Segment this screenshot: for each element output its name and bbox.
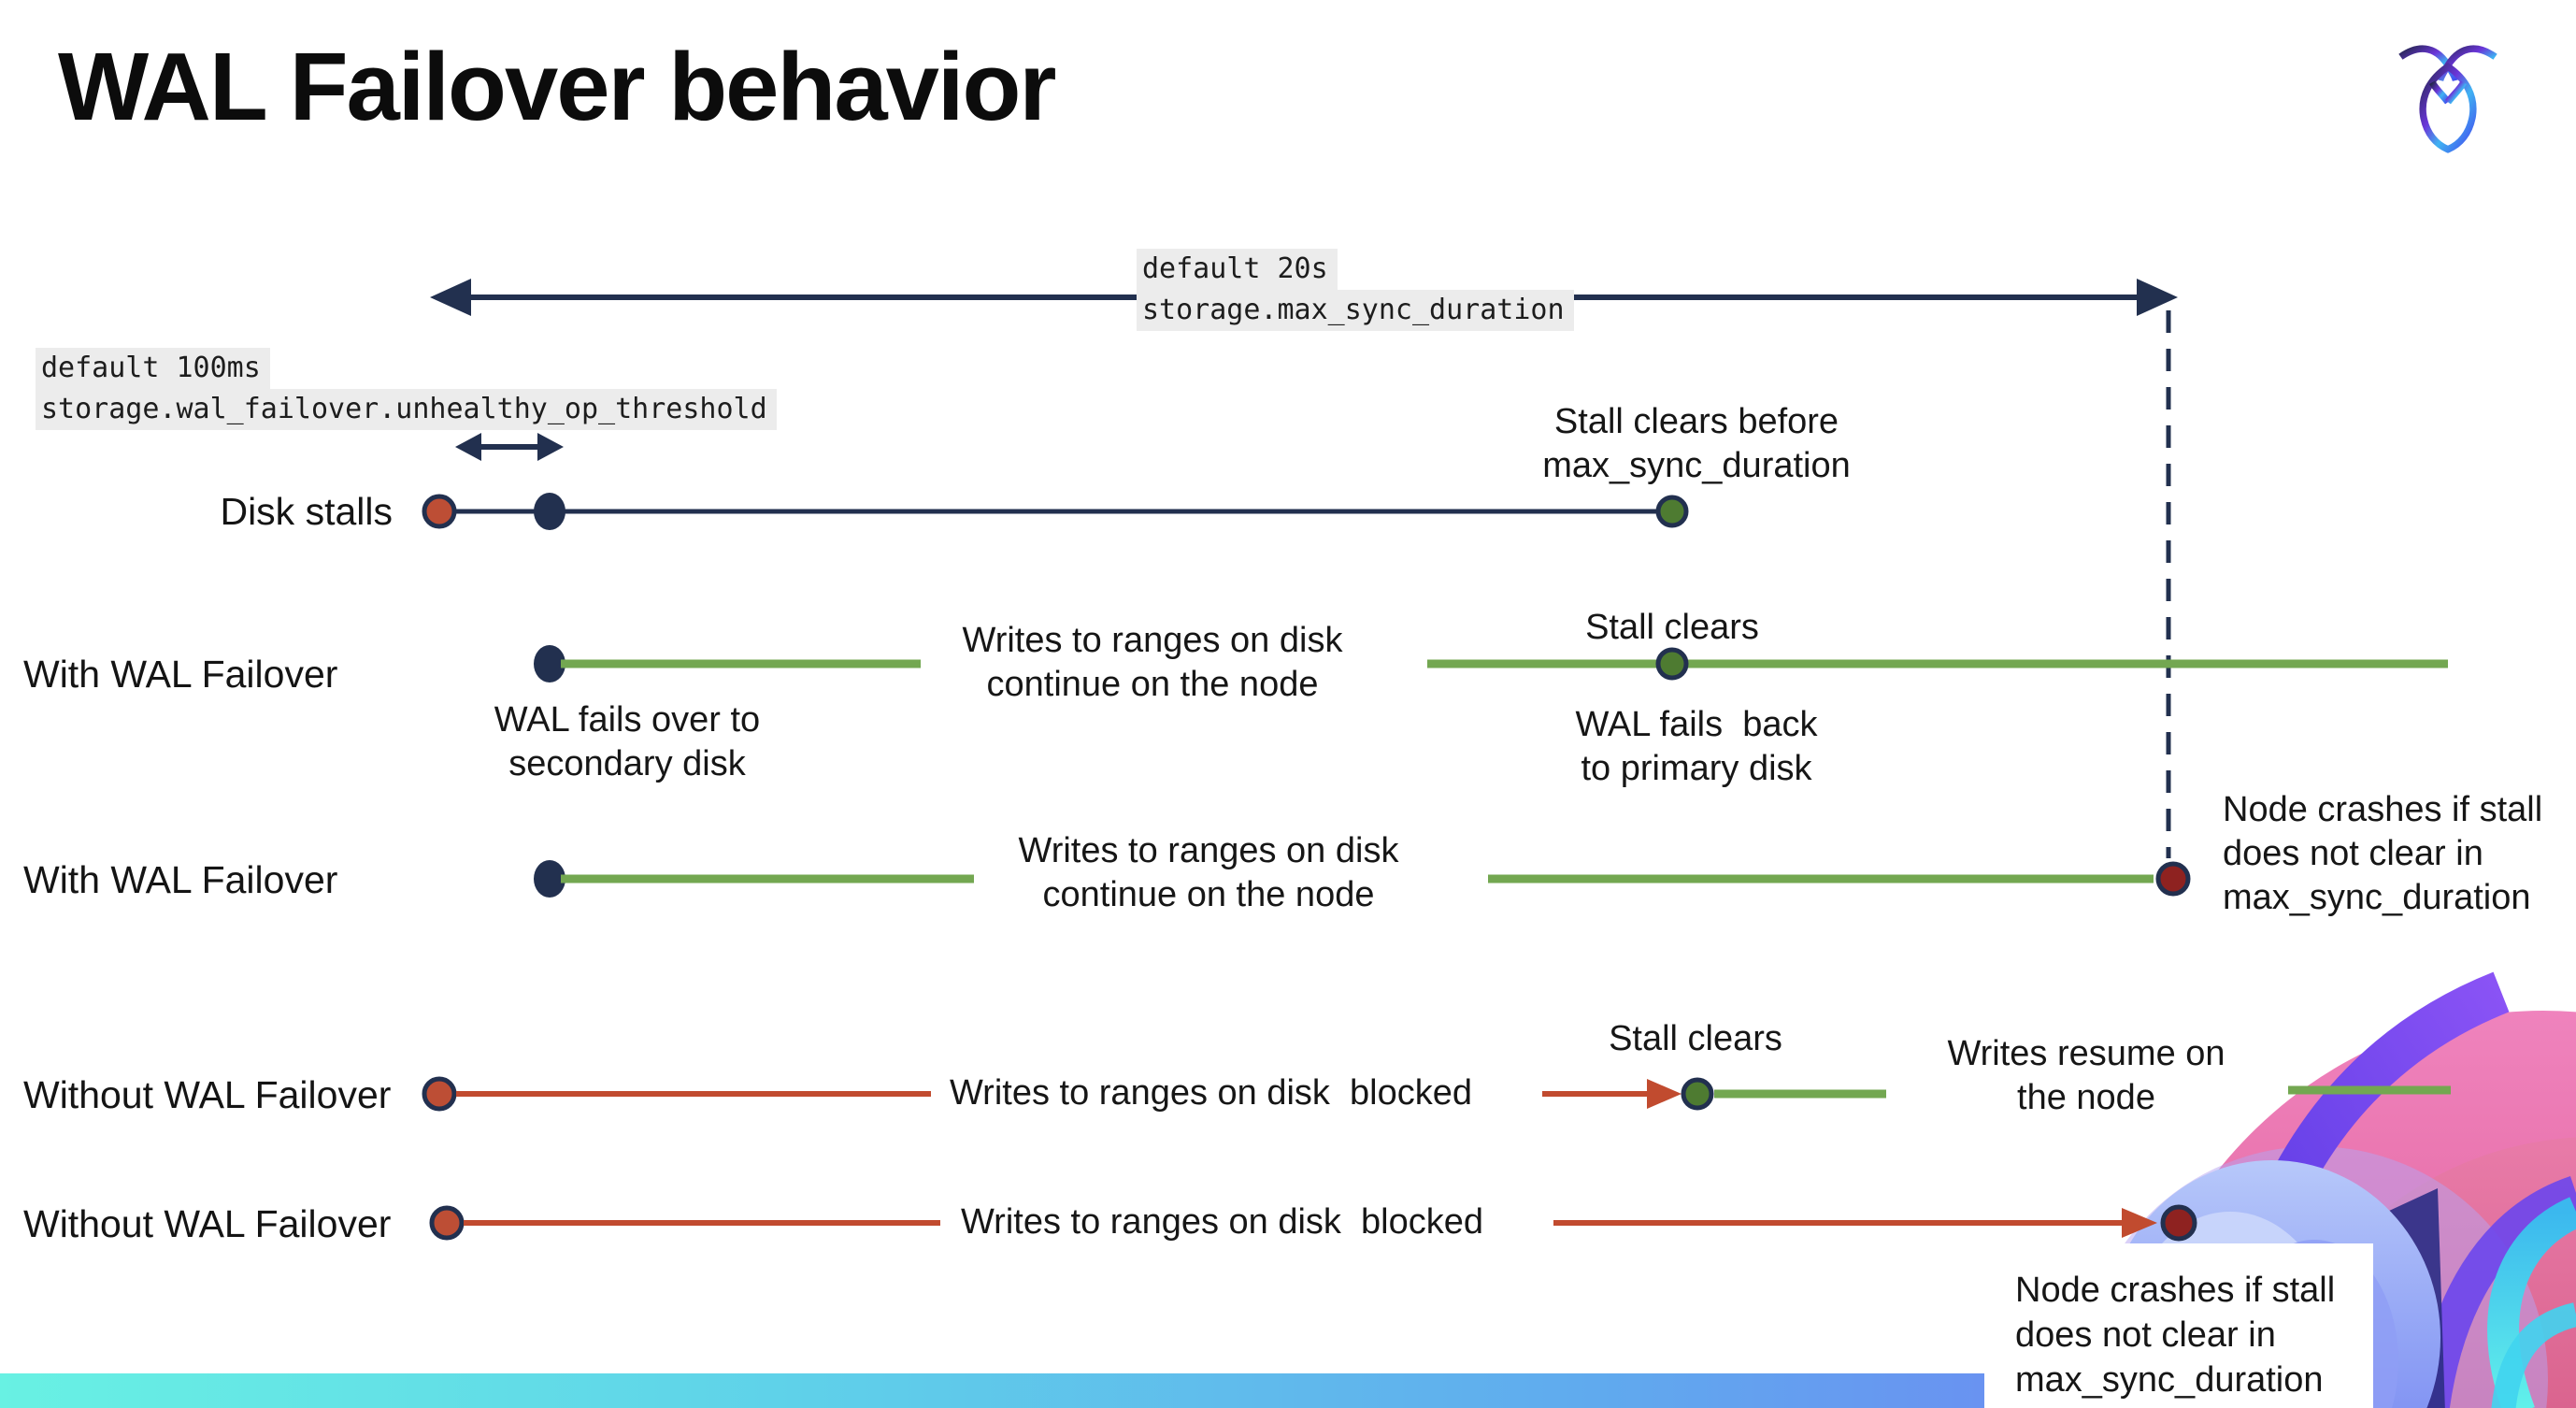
unhealthy-op-threshold-setting-label: default 100ms storage.wal_failover.unhea… bbox=[36, 348, 777, 430]
blocked-arrow-head bbox=[1647, 1079, 1682, 1109]
annotation-writes-continue-1: Writes to ranges on disk continue on the… bbox=[962, 621, 1343, 704]
page-title: WAL Failover behavior bbox=[58, 33, 1057, 140]
annotation-writes-continue-2: Writes to ranges on disk continue on the… bbox=[1018, 831, 1399, 914]
row-label-with-wal-failover-1: With WAL Failover bbox=[23, 653, 338, 696]
setting-default-value: default 20s bbox=[1137, 249, 1338, 290]
blocked-arrow-head bbox=[2122, 1208, 2157, 1238]
annotation-writes-resume: Writes resume on the node bbox=[1947, 1034, 2225, 1117]
annotation-stall-clears-before: Stall clears before max_sync_duration bbox=[1542, 402, 1851, 485]
stall-clears-dot bbox=[1681, 1077, 1714, 1111]
stall-start-dot bbox=[422, 1076, 457, 1112]
row-label-without-wal-failover-2: Without WAL Failover bbox=[23, 1202, 392, 1245]
art-shape bbox=[2491, 1302, 2576, 1408]
node-crash-note-box: Node crashes if stall does not clear in … bbox=[1984, 1243, 2373, 1408]
row-label-with-wal-failover-2: With WAL Failover bbox=[23, 858, 338, 901]
failover-dot bbox=[534, 860, 565, 898]
cockroachdb-logo-icon bbox=[2398, 45, 2497, 153]
annotation-stall-clears-1: Stall clears bbox=[1585, 608, 1759, 647]
annotation-node-crashes-1: Node crashes if stall does not clear in … bbox=[2223, 790, 2543, 917]
failover-dot bbox=[534, 645, 565, 682]
stall-clears-dot bbox=[1655, 495, 1689, 528]
stall-clears-dot bbox=[1655, 647, 1689, 681]
annotation-stall-clears-2: Stall clears bbox=[1609, 1019, 1782, 1058]
setting-default-value: default 100ms bbox=[36, 348, 270, 389]
stall-start-dot bbox=[429, 1205, 465, 1241]
annotation-node-crashes-2: Node crashes if stall does not clear in … bbox=[2015, 1271, 2336, 1400]
node-crash-dot bbox=[2155, 861, 2191, 897]
arrow-head-right bbox=[2137, 279, 2178, 316]
row-label-disk-stalls: Disk stalls bbox=[220, 490, 393, 533]
arrow-head-right bbox=[537, 433, 564, 461]
setting-name: storage.wal_failover.unhealthy_op_thresh… bbox=[36, 389, 777, 430]
arrow-head-left bbox=[430, 279, 471, 316]
annotation-writes-blocked-1: Writes to ranges on disk blocked bbox=[950, 1073, 1473, 1113]
annotation-wal-fails-over: WAL fails over to secondary disk bbox=[494, 700, 761, 783]
row-label-without-wal-failover-1: Without WAL Failover bbox=[23, 1073, 392, 1116]
setting-name: storage.max_sync_duration bbox=[1137, 290, 1574, 331]
arrow-head-left bbox=[455, 433, 481, 461]
node-crash-dot bbox=[2160, 1204, 2197, 1242]
failover-threshold-dot bbox=[534, 493, 565, 530]
annotation-wal-fails-back: WAL fails back to primary disk bbox=[1575, 705, 1818, 788]
stall-start-dot bbox=[422, 494, 457, 529]
annotation-writes-blocked-2: Writes to ranges on disk blocked bbox=[961, 1202, 1484, 1242]
max-sync-duration-setting-label: default 20s storage.max_sync_duration bbox=[1137, 249, 1574, 331]
